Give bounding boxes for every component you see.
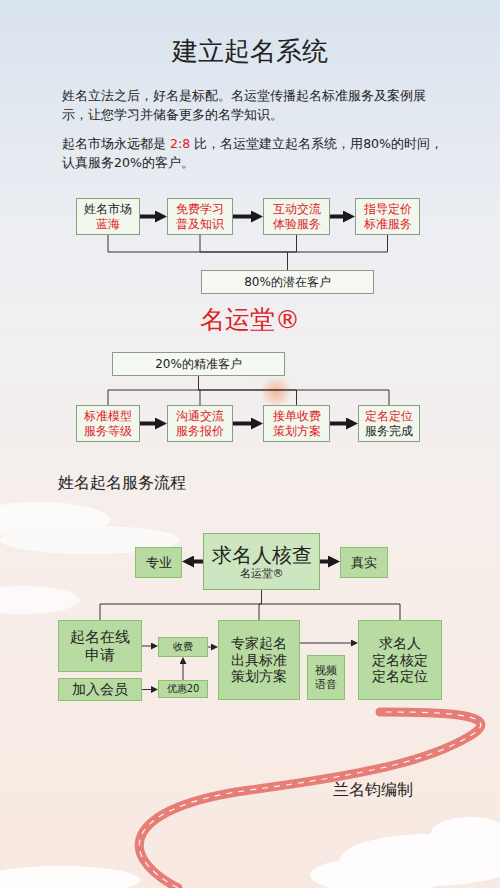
process-box: 求名人核查名运堂® bbox=[203, 533, 320, 590]
box-text: 专业 bbox=[146, 555, 172, 571]
connector-arrow bbox=[288, 235, 297, 270]
box-text: 求名人核查 bbox=[212, 543, 312, 567]
box-text: 80%的潜在客户 bbox=[244, 275, 331, 289]
process-box: 加入会员 bbox=[58, 678, 142, 701]
connector-arrow bbox=[200, 235, 288, 270]
author-signature: 兰名钧编制 bbox=[333, 780, 413, 799]
process-box: 互动交流 体验服务 bbox=[263, 198, 330, 235]
connector-arrow bbox=[199, 376, 297, 405]
box-text: 20%的精准客户 bbox=[155, 357, 242, 371]
connector-arrow bbox=[140, 422, 155, 426]
box-text: 标准模型 服务等级 bbox=[80, 409, 136, 438]
connector-arrow bbox=[100, 590, 262, 620]
text-block: 起名市场永远都是2:8比，名运堂建立起名系统，用80%的时间，认真服务20%的客… bbox=[62, 134, 447, 172]
box-text: 沟通交流 服务报价 bbox=[171, 409, 229, 438]
box-text: 互动交流 体验服务 bbox=[267, 202, 326, 231]
connector-arrow bbox=[300, 643, 351, 644]
process-box: 真实 bbox=[340, 547, 388, 578]
process-box: 80%的潜在客户 bbox=[201, 270, 374, 294]
connector-arrow bbox=[330, 215, 343, 219]
box-text: 专家起名 出具标准 策划方案 bbox=[231, 635, 287, 685]
intro-text: 姓名立法之后，好名是标配。名运堂传播起名标准服务及案例展示，让您学习并储备更多的… bbox=[62, 88, 426, 122]
section-heading: 姓名起名服务流程 bbox=[58, 473, 186, 492]
process-box: 专家起名 出具标准 策划方案 bbox=[218, 620, 300, 700]
cloud bbox=[0, 817, 500, 888]
connector-arrow bbox=[199, 376, 201, 405]
connector-arrow bbox=[233, 215, 251, 219]
text-block: 兰名钧编制 bbox=[333, 779, 483, 801]
process-box: 优惠20 bbox=[158, 680, 208, 698]
glow-dot bbox=[260, 376, 292, 408]
box-text: 接单收费 策划方案 bbox=[267, 409, 326, 438]
connector-arrow bbox=[320, 560, 328, 564]
connector-arrow bbox=[194, 560, 203, 564]
box-text: 收费 bbox=[173, 641, 193, 653]
connector-arrow bbox=[259, 590, 262, 620]
box-text: 定名定位 bbox=[365, 409, 413, 423]
connector-arrow bbox=[142, 689, 151, 690]
process-box: 20%的精准客户 bbox=[112, 352, 285, 376]
process-box: 起名在线 申请 bbox=[58, 620, 142, 672]
intro-text: 起名市场永远都是 bbox=[62, 136, 166, 151]
process-box: 专业 bbox=[135, 547, 182, 578]
connector-arrow bbox=[233, 422, 251, 426]
connector-arrow bbox=[183, 664, 184, 680]
connector-arrow bbox=[108, 235, 288, 270]
box-text: 名运堂® bbox=[240, 567, 284, 580]
box-text: 起名在线 申请 bbox=[63, 628, 137, 664]
process-box: 接单收费 策划方案 bbox=[263, 405, 330, 442]
box-text: 免费学习 普及知识 bbox=[171, 202, 229, 231]
connector-arrow bbox=[108, 376, 199, 405]
process-box: 收费 bbox=[158, 637, 208, 657]
text-block: 名运堂® bbox=[0, 304, 500, 336]
intro-text: 2:8 bbox=[170, 136, 190, 151]
connector-arrow bbox=[288, 235, 388, 270]
page-title: 建立起名系统 bbox=[0, 34, 500, 69]
connector-arrow bbox=[140, 215, 155, 219]
process-box: 定名定位服务完成 bbox=[358, 405, 420, 442]
box-text: 视频 语音 bbox=[310, 664, 342, 690]
connector-arrow bbox=[208, 647, 211, 648]
process-box: 标准模型 服务等级 bbox=[76, 405, 140, 442]
box-text: 服务完成 bbox=[365, 424, 413, 438]
process-box: 免费学习 普及知识 bbox=[167, 198, 233, 235]
process-box: 指导定价 标准服务 bbox=[355, 198, 420, 235]
connector-arrow bbox=[199, 376, 390, 405]
cloud bbox=[0, 502, 180, 614]
process-box: 求名人 定名核定 定名定位 bbox=[358, 620, 442, 700]
box-text: 加入会员 bbox=[72, 681, 128, 698]
box-text: 真实 bbox=[351, 555, 377, 571]
box-text: 指导定价 标准服务 bbox=[359, 202, 416, 231]
box-text: 优惠20 bbox=[167, 683, 200, 695]
connector-arrow bbox=[262, 590, 401, 620]
box-text: 蓝海 bbox=[96, 217, 120, 231]
process-box: 姓名市场蓝海 bbox=[76, 198, 140, 235]
brand-label: 名运堂® bbox=[200, 305, 300, 334]
process-box: 视频 语音 bbox=[307, 655, 345, 700]
process-box: 沟通交流 服务报价 bbox=[167, 405, 233, 442]
connector-arrow bbox=[142, 646, 151, 647]
text-block: 姓名立法之后，好名是标配。名运堂传播起名标准服务及案例展示，让您学习并储备更多的… bbox=[62, 86, 447, 124]
box-text: 求名人 定名核定 定名定位 bbox=[371, 635, 429, 685]
text-block: 姓名起名服务流程 bbox=[58, 472, 358, 494]
box-text: 姓名市场 bbox=[84, 202, 132, 216]
connector-arrow bbox=[330, 422, 346, 426]
